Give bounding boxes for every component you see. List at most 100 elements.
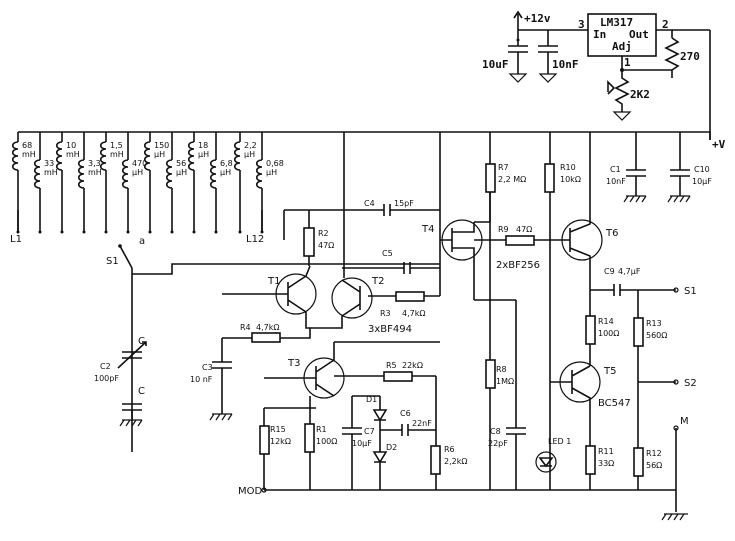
resistor-r12 bbox=[633, 447, 644, 477]
c6-label: C6 bbox=[400, 409, 411, 418]
t6-section: R10 10kΩ T6 C9 4,7µF S1 R14 100Ω T5 BC54… bbox=[535, 132, 697, 490]
pin3-label: 3 bbox=[578, 18, 585, 31]
inductor-4-value-unit: mH bbox=[88, 168, 102, 177]
r15-value: 12kΩ bbox=[270, 437, 291, 446]
s1-terminal-label: S1 bbox=[684, 286, 697, 297]
c3-cap: C3 10 nF bbox=[190, 338, 233, 421]
r6-value: 2,2kΩ bbox=[444, 457, 467, 466]
inductor-5-value-number: 1,5 bbox=[110, 141, 123, 150]
resistor-r10 bbox=[544, 163, 555, 193]
r11-value: 33Ω bbox=[598, 459, 614, 468]
inductor-10-value-number: 6,8 bbox=[220, 159, 233, 168]
resistor-r8 bbox=[485, 359, 496, 389]
inductor-1-value-unit: mH bbox=[22, 150, 36, 159]
t5-type-label: BC547 bbox=[598, 398, 631, 409]
c6-value: 22nF bbox=[412, 419, 432, 428]
inductor-6-value-number: 470 bbox=[132, 159, 147, 168]
c2-trimmer: C C C2 100pF bbox=[94, 336, 147, 427]
r13-label: R13 bbox=[646, 319, 662, 328]
r1-value: 100Ω bbox=[316, 437, 337, 446]
inductor-last-tag: L12 bbox=[246, 234, 264, 245]
c7-label: C7 bbox=[364, 427, 375, 436]
resistor-r3 bbox=[395, 291, 425, 302]
r5-value: 22kΩ bbox=[402, 361, 423, 370]
inductor-7-value-number: 150 bbox=[154, 141, 169, 150]
c7-value: 10µF bbox=[352, 439, 372, 448]
t46-type-label: 2xBF256 bbox=[496, 260, 540, 271]
lm317-pin-out: Out bbox=[629, 28, 649, 41]
c1-label: C1 bbox=[610, 165, 621, 174]
r10-value: 10kΩ bbox=[560, 175, 581, 184]
inductor-12-value-number: 0,68 bbox=[266, 159, 284, 168]
r9-label: R9 bbox=[498, 225, 509, 234]
c4-label: C4 bbox=[364, 199, 375, 208]
r10-label: R10 bbox=[560, 163, 576, 172]
regulator-section: LM317 In Out Adj 3 2 1 +12v 10uF 10nF 27… bbox=[482, 10, 711, 140]
lm317-pin-in: In bbox=[593, 28, 606, 41]
inductor-bank: 68mH33mH10mH3,3mH1,5mH470µH150µH56µH18µH… bbox=[11, 132, 284, 234]
lm317-name: LM317 bbox=[600, 16, 633, 29]
t6-label: T6 bbox=[605, 228, 618, 239]
r13-value: 560Ω bbox=[646, 331, 667, 340]
t2-label: T2 bbox=[371, 276, 384, 287]
resistor-r1 bbox=[304, 423, 315, 453]
lm317-chip bbox=[587, 13, 657, 57]
inductor-10-value-unit: µH bbox=[220, 168, 231, 177]
inductor-first-tag: L1 bbox=[10, 234, 22, 245]
r6-label: R6 bbox=[444, 445, 455, 454]
supply-label: +12v bbox=[524, 12, 551, 25]
inductor-3-value-unit: mH bbox=[66, 150, 80, 159]
switch-s1-label: S1 bbox=[106, 256, 119, 267]
inductor-2-value-number: 33 bbox=[44, 159, 54, 168]
inductor-11-value-number: 2,2 bbox=[244, 141, 257, 150]
t1-t2-section: T1 T2 3xBF494 R2 47Ω C4 15pF C5 R3 4,7kΩ… bbox=[222, 199, 440, 343]
c3-label: C3 bbox=[202, 363, 213, 372]
r3-label: R3 bbox=[380, 309, 391, 318]
r7-label: R7 bbox=[498, 163, 509, 172]
inductor-5-value-unit: mH bbox=[110, 150, 124, 159]
pot-2k2-label: 2K2 bbox=[630, 88, 650, 101]
d1-label: D1 bbox=[366, 395, 377, 404]
inductor-8-value-number: 56 bbox=[176, 159, 186, 168]
t1-label: T1 bbox=[267, 276, 280, 287]
lm317-pin-adj: Adj bbox=[612, 40, 632, 53]
inductor-7-value-unit: µH bbox=[154, 150, 165, 159]
inductor-6-value-unit: µH bbox=[132, 168, 143, 177]
t3-section: T3 R5 22kΩ R15 12kΩ R1 100Ω C7 10µF D1 D… bbox=[238, 341, 676, 497]
inductor-10: 6,8µH bbox=[209, 132, 233, 234]
positive-rail bbox=[18, 131, 711, 140]
r15-label: R15 bbox=[270, 425, 286, 434]
decoupling-caps: C1 10nF C10 10µF bbox=[606, 132, 712, 203]
c2-value: 100pF bbox=[94, 374, 119, 383]
r270-label: 270 bbox=[680, 50, 700, 63]
inductor-2-value-unit: mH bbox=[44, 168, 58, 177]
inductor-9-value-number: 18 bbox=[198, 141, 208, 150]
resistor-r6 bbox=[430, 445, 441, 475]
t4-section: T4 R7 2,2 MΩ R9 47Ω 2xBF256 R8 1MΩ C8 22… bbox=[421, 132, 562, 490]
r9-value: 47Ω bbox=[516, 225, 532, 234]
inductor-3-value-number: 10 bbox=[66, 141, 76, 150]
r4-value: 4,7kΩ bbox=[256, 323, 279, 332]
t4-label: T4 bbox=[421, 224, 434, 235]
d2-label: D2 bbox=[386, 443, 397, 452]
cap-10nf-label: 10nF bbox=[552, 58, 579, 71]
t12-type-label: 3xBF494 bbox=[368, 324, 412, 335]
inductor-11-value-unit: µH bbox=[244, 150, 255, 159]
r7-value: 2,2 MΩ bbox=[498, 175, 526, 184]
resistor-r11 bbox=[585, 445, 596, 475]
inductor-5: 1,5mH bbox=[99, 132, 124, 234]
s2-terminal-label: S2 bbox=[684, 378, 697, 389]
inductor-4: 3,3mH bbox=[77, 132, 102, 234]
led1-label: LED 1 bbox=[548, 437, 571, 446]
c3-value: 10 nF bbox=[190, 375, 213, 384]
r11-label: R11 bbox=[598, 447, 614, 456]
c1-value: 10nF bbox=[606, 177, 626, 186]
resistor-r5 bbox=[383, 371, 413, 382]
transistor-t2 bbox=[331, 277, 373, 319]
